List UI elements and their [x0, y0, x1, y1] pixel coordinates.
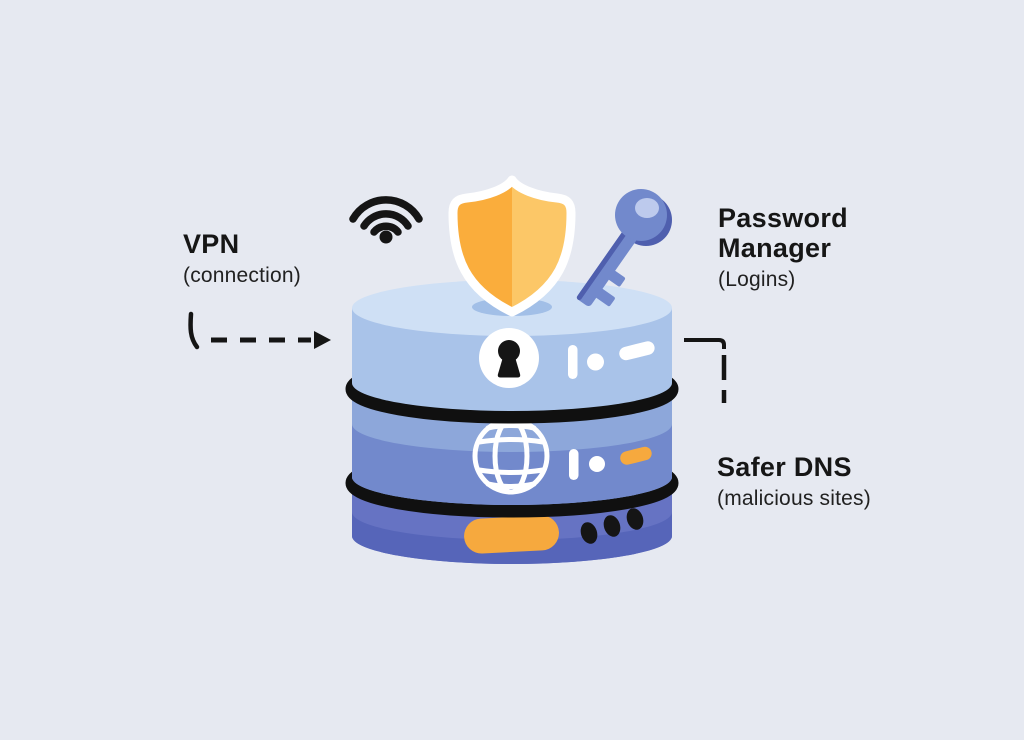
- key-tooth: [595, 288, 615, 307]
- indicator-white-pill: [619, 341, 655, 361]
- status-dot: [603, 515, 621, 537]
- lock-keyhole-top: [498, 340, 520, 362]
- middle-layer-side: [352, 424, 672, 505]
- vpn-arrow-hook: [188, 311, 200, 350]
- key-tooth: [607, 270, 626, 287]
- stack-layer-middle: [352, 394, 672, 505]
- bottom-layer-side: [352, 512, 672, 564]
- key-icon: [576, 189, 672, 307]
- wifi-arc-middle: [360, 210, 412, 230]
- safer-dns-title: Safer DNS: [717, 452, 852, 482]
- shield-right-half: [512, 180, 571, 312]
- stack-layer-bottom: [352, 488, 672, 564]
- password-manager-connector: [684, 338, 727, 403]
- lock-icon: [479, 328, 539, 388]
- indicator-dot: [587, 353, 604, 371]
- indicator-bar: [568, 345, 578, 379]
- wifi-arc-outer: [349, 196, 423, 223]
- password-manager-title: Password Manager: [718, 203, 848, 264]
- vpn-label: VPN (connection): [183, 229, 301, 287]
- shield-border: [448, 175, 576, 317]
- lock-keyhole-stem: [497, 357, 521, 378]
- wifi-dot: [379, 230, 393, 244]
- wifi-icon: [349, 196, 423, 244]
- server-stack: [345, 280, 679, 564]
- vpn-subtitle: (connection): [183, 264, 301, 288]
- wifi-arc-inner: [370, 222, 402, 236]
- status-dot: [580, 522, 598, 544]
- status-dot: [626, 508, 644, 530]
- connector-elbow: [684, 338, 726, 349]
- key-hole: [635, 198, 659, 218]
- top-indicators: [568, 341, 655, 379]
- password-manager-subtitle: (Logins): [718, 268, 796, 292]
- safer-dns-label: Safer DNS (malicious sites): [717, 452, 947, 510]
- vpn-arrow: [188, 311, 331, 350]
- indicator-orange-pill: [620, 446, 652, 465]
- shield-icon: [448, 175, 576, 317]
- vpn-title: VPN: [183, 229, 240, 259]
- password-manager-label: Password Manager (Logins): [718, 203, 896, 292]
- vpn-arrowhead: [314, 331, 331, 349]
- status-dots: [580, 508, 644, 544]
- indicator-dot: [589, 456, 605, 472]
- middle-indicators: [569, 446, 652, 480]
- key-shaft: [577, 223, 642, 307]
- bottom-orange-pill: [464, 515, 559, 554]
- key-shaft-shade: [576, 222, 633, 301]
- indicator-bar: [569, 449, 579, 480]
- safer-dns-subtitle: (malicious sites): [717, 487, 871, 511]
